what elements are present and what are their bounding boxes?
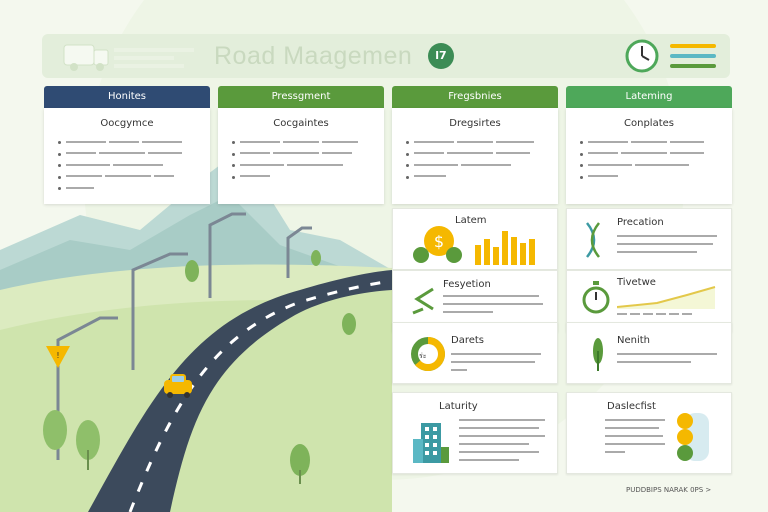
list-item: [580, 149, 732, 161]
column-card-fregsbnies: Dregsirtes: [392, 108, 558, 204]
panel-text: [605, 417, 671, 457]
header-bar: Road Maagemen l7: [42, 34, 730, 78]
panel-text: [451, 351, 551, 375]
list-item: [580, 137, 732, 149]
column-card-pressgment: Cocgaintes: [218, 108, 384, 204]
panel-nenith[interactable]: Nenith: [566, 322, 732, 384]
column-header-honites[interactable]: Honites: [44, 86, 210, 108]
page-title: Road Maagemen: [214, 42, 413, 70]
column-card-lateming: Conplates: [566, 108, 732, 204]
panel-fesyetion[interactable]: Fesyetion: [392, 270, 558, 332]
panel-title: Nenith: [617, 335, 651, 346]
coin-icon: $: [413, 226, 535, 265]
card-title: Oocgymce: [100, 118, 154, 129]
panel-tivetwe[interactable]: Tivetwe: [566, 270, 732, 332]
list-item: [58, 183, 210, 195]
building-icon: [413, 423, 449, 463]
svg-text:!: !: [56, 351, 59, 360]
panel-daslecfist[interactable]: Daslecfist: [566, 392, 732, 474]
list-item: [580, 160, 732, 172]
pie-value: ร่ะ: [419, 352, 427, 360]
panel-darets[interactable]: ร่ะ Darets: [392, 322, 558, 384]
card-title: Conplates: [624, 118, 674, 129]
pie-icon: [411, 337, 445, 371]
car-icon: [164, 374, 192, 398]
tree-icon: [43, 250, 356, 484]
stopwatch-icon: [582, 281, 610, 314]
trend-line-icon: [617, 286, 716, 309]
clock-icon: [625, 39, 659, 73]
column-card-honites: Oocgymce: [44, 108, 210, 204]
list-item: [232, 149, 384, 161]
leaf-icon: [593, 338, 603, 371]
panel-text: [443, 293, 549, 317]
list-item: [232, 160, 384, 172]
panel-title: Daslecfist: [607, 401, 656, 412]
footer-link[interactable]: PUDDBIPS NARAK 0PS >: [626, 486, 712, 494]
header-badge: l7: [428, 43, 454, 69]
panel-laturity[interactable]: Laturity: [392, 392, 558, 474]
panel-title: Fesyetion: [443, 279, 491, 290]
menu-lines-icon[interactable]: [670, 44, 716, 70]
list-item: [232, 172, 384, 184]
panel-title: Darets: [451, 335, 485, 346]
list-item: [406, 160, 558, 172]
list-item: [58, 160, 210, 172]
hexagon-icon: [677, 413, 709, 461]
panel-text: [617, 351, 723, 367]
list-item: [58, 172, 210, 184]
column-header-pressgment[interactable]: Pressgment: [218, 86, 384, 108]
panel-title: Laturity: [439, 401, 478, 412]
list-item: [406, 137, 558, 149]
chevron-arrows-icon: [412, 287, 434, 315]
column-header-lateming[interactable]: Lateming: [566, 86, 732, 108]
axis-ticks: [617, 311, 723, 319]
panel-precation[interactable]: Precation: [566, 208, 732, 270]
panel-text: [459, 417, 555, 465]
truck-icon: [63, 44, 194, 71]
panel-latem[interactable]: $ Latem: [392, 208, 558, 270]
list-item: [232, 137, 384, 149]
list-item: [406, 172, 558, 184]
list-item: [58, 149, 210, 161]
panel-title: Precation: [617, 217, 664, 228]
panel-title: Latem: [455, 215, 487, 226]
column-header-fregsbnies[interactable]: Fregsbnies: [392, 86, 558, 108]
crossing-arrows-icon: [586, 222, 600, 258]
svg-text:$: $: [434, 232, 444, 251]
card-title: Cocgaintes: [273, 118, 329, 129]
panel-text: [617, 233, 723, 257]
list-item: [58, 137, 210, 149]
panel-title: Tivetwe: [617, 277, 656, 288]
list-item: [406, 149, 558, 161]
card-title: Dregsirtes: [449, 118, 501, 129]
warning-sign-icon: !: [46, 346, 70, 380]
list-item: [580, 172, 732, 184]
